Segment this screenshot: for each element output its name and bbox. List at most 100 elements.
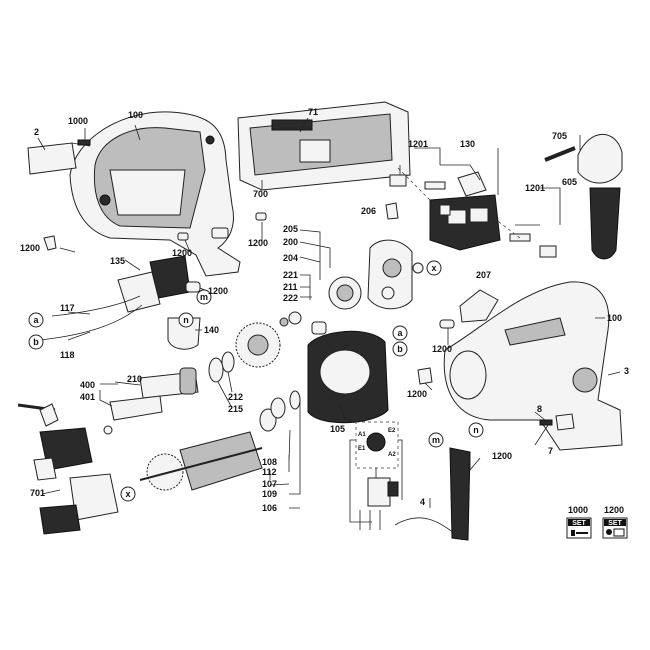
screw-8 xyxy=(539,413,575,431)
label-3: 3 xyxy=(624,366,629,376)
wires-117-118 xyxy=(39,295,143,341)
svg-text:a: a xyxy=(33,315,39,325)
clip-1200-f xyxy=(417,367,433,385)
label-1000: 1000 xyxy=(68,116,88,126)
label-1200-plug: 1200 xyxy=(492,451,512,461)
terminal-e1: E1 xyxy=(358,446,366,452)
label-210: 210 xyxy=(127,374,142,384)
label-1201-a: 1201 xyxy=(408,139,428,149)
label-206: 206 xyxy=(361,206,376,216)
wiring-schematic xyxy=(349,421,403,530)
contact-140 xyxy=(167,317,201,350)
label-105: 105 xyxy=(330,424,345,434)
brush-holder-130 xyxy=(429,171,501,251)
svg-text:SET: SET xyxy=(572,520,586,527)
svg-text:1200: 1200 xyxy=(604,505,624,515)
label-200: 200 xyxy=(283,237,298,247)
ring-211 xyxy=(279,317,289,327)
gear-plate-205 xyxy=(367,239,413,310)
pin-1200-e xyxy=(439,319,455,329)
label-109: 109 xyxy=(262,489,277,499)
gear-210 xyxy=(235,322,281,368)
washer-222 xyxy=(288,311,302,325)
label-207: 207 xyxy=(476,270,491,280)
cover-207 xyxy=(459,289,499,323)
pin-1200-mid xyxy=(177,232,189,241)
label-701: 701 xyxy=(30,488,45,498)
label-401: 401 xyxy=(80,392,95,402)
chuck-key-400 xyxy=(17,403,59,427)
terminal-e2: E2 xyxy=(388,428,396,434)
svg-text:n: n xyxy=(473,425,479,435)
tag-b-left: b xyxy=(28,334,44,350)
leader-brush-lines xyxy=(397,167,521,239)
label-221: 221 xyxy=(283,270,298,280)
chuck-small-ring xyxy=(103,425,113,435)
svg-text:SET: SET xyxy=(608,520,622,527)
label-100-right: 100 xyxy=(607,313,622,323)
label-106: 106 xyxy=(262,503,277,513)
screw-1000 xyxy=(71,139,91,147)
label-1200-e: 1200 xyxy=(432,344,452,354)
label-700: 700 xyxy=(253,189,268,199)
gear-204 xyxy=(328,276,362,310)
clip-1200-left xyxy=(43,235,57,251)
set-box-1200: 1200 SET xyxy=(602,505,628,539)
tag-a-right: a xyxy=(392,325,408,341)
label-212: 212 xyxy=(228,392,243,402)
drill-chuck-keyless-701 xyxy=(39,473,119,535)
tag-x-top: x xyxy=(431,263,436,273)
label-108: 108 xyxy=(262,457,277,467)
label-1200-right: 1200 xyxy=(248,238,268,248)
side-handle-705 xyxy=(544,133,623,260)
label-605: 605 xyxy=(562,177,577,187)
spindle-401 xyxy=(109,395,163,421)
bearing-215 xyxy=(208,357,224,383)
terminal-a1: A1 xyxy=(358,432,366,438)
power-cable-4 xyxy=(394,447,471,541)
tag-a-left: a xyxy=(28,312,44,328)
switch-135 xyxy=(117,255,191,313)
label-400: 400 xyxy=(80,380,95,390)
tag-n-top: n xyxy=(178,312,194,328)
terminal-a2: A2 xyxy=(388,452,396,458)
label-2: 2 xyxy=(34,127,39,137)
label-205: 205 xyxy=(283,224,298,234)
armature-106 xyxy=(139,431,263,491)
label-1201-b: 1201 xyxy=(525,183,545,193)
label-222: 222 xyxy=(283,293,298,303)
svg-text:x: x xyxy=(125,489,130,499)
label-4: 4 xyxy=(420,497,425,507)
tag-m-bottom: m xyxy=(428,432,444,448)
label-211: 211 xyxy=(283,282,298,292)
washer-212 xyxy=(221,351,235,373)
label-112: 112 xyxy=(262,467,277,477)
washer-200 xyxy=(412,262,424,274)
carbon-brush-set-a xyxy=(389,174,446,190)
bearing-109 xyxy=(270,397,286,419)
label-705: 705 xyxy=(552,131,567,141)
capacitor-1200 xyxy=(185,281,201,293)
label-1200-left: 1200 xyxy=(20,243,40,253)
label-140: 140 xyxy=(204,325,219,335)
label-7: 7 xyxy=(548,446,553,456)
label-215: 215 xyxy=(228,404,243,414)
bracket-206 xyxy=(385,202,399,220)
carbon-brush-set-b xyxy=(509,233,557,258)
left-housing-half xyxy=(69,111,241,277)
set-box-1000: 1000 SET xyxy=(566,505,592,539)
tag-n-bottom: n xyxy=(468,422,484,438)
svg-text:n: n xyxy=(183,315,189,325)
field-coil-105 xyxy=(307,330,389,424)
svg-text:a: a xyxy=(397,328,403,338)
label-8: 8 xyxy=(537,404,542,414)
label-107: 107 xyxy=(262,479,277,489)
label-1200-mid: 1200 xyxy=(172,248,192,258)
svg-text:b: b xyxy=(397,344,403,354)
label-204: 204 xyxy=(283,253,298,263)
label-100-top: 100 xyxy=(128,110,143,120)
svg-text:x: x xyxy=(431,263,436,273)
label-135: 135 xyxy=(110,256,125,266)
